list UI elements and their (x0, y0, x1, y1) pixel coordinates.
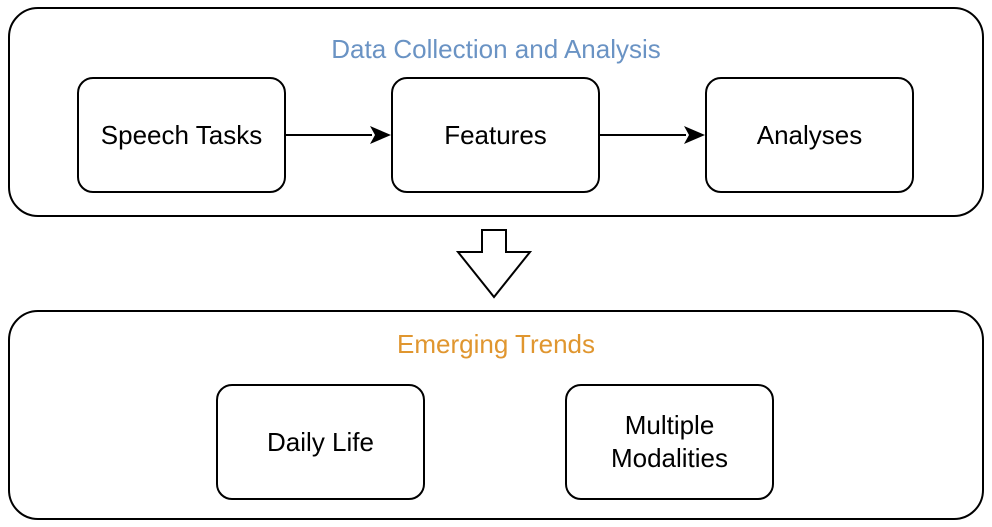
emerging-trends-title: Emerging Trends (397, 329, 595, 359)
features-box: Features (391, 77, 600, 193)
daily-life-box: Daily Life (216, 384, 425, 500)
multiple-modalities-label-line2: Modalities (610, 443, 729, 473)
analyses-label: Analyses (756, 119, 863, 150)
speech-tasks-label: Speech Tasks (100, 119, 263, 150)
multiple-modalities-label-line1: Multiple (624, 410, 715, 440)
analyses-box: Analyses (705, 77, 914, 193)
down-arrow-icon (455, 229, 533, 299)
multiple-modalities-box: Multiple Modalities (565, 384, 774, 500)
data-collection-title: Data Collection and Analysis (331, 34, 661, 64)
features-label: Features (444, 119, 547, 150)
daily-life-label: Daily Life (267, 426, 374, 457)
emerging-trends-panel: Emerging Trends (8, 310, 984, 520)
speech-tasks-box: Speech Tasks (77, 77, 286, 193)
